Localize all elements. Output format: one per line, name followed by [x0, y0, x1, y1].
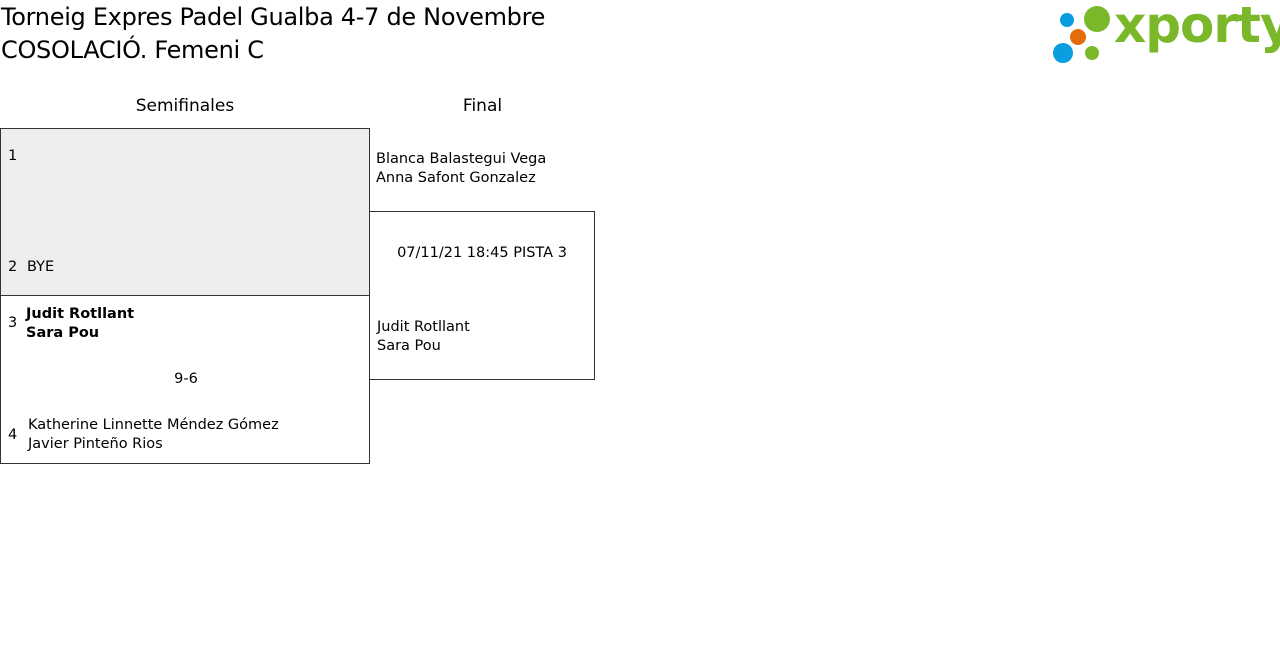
team-name: Katherine Linnette Méndez Gómez Javier P… — [28, 416, 279, 454]
team-winner: Judit Rotllant Sara Pou — [26, 305, 134, 343]
category-title: COSOLACIÓ. Femeni C — [1, 36, 264, 64]
logo-text: xporty — [1114, 0, 1280, 54]
player-name: Sara Pou — [26, 325, 100, 341]
semifinal-match-1[interactable]: 1 2 BYE — [0, 128, 370, 296]
logo-dots-icon — [1053, 6, 1110, 63]
match-result: 9-6 — [174, 371, 198, 387]
team-name: BYE — [27, 259, 55, 275]
round-header-final: Final — [462, 96, 503, 116]
final-match[interactable]: 07/11/21 18:45 PISTA 3 Judit Rotllant Sa… — [369, 211, 595, 380]
player-name: Sara Pou — [377, 338, 441, 354]
final-team-b: Judit Rotllant Sara Pou — [377, 318, 470, 356]
seed-number: 3 — [8, 315, 18, 331]
seed-number: 1 — [8, 148, 18, 164]
tournament-title: Torneig Expres Padel Gualba 4-7 de Novem… — [1, 3, 546, 31]
seed-number: 2 — [8, 259, 18, 275]
player-name: Katherine Linnette Méndez Gómez — [28, 417, 279, 433]
player-name: Judit Rotllant — [377, 319, 470, 335]
semifinal-match-2[interactable]: 3 Judit Rotllant Sara Pou 9-6 4 Katherin… — [0, 295, 370, 464]
final-team-a: Blanca Balastegui Vega Anna Safont Gonza… — [376, 150, 546, 188]
player-name: Anna Safont Gonzalez — [376, 170, 536, 186]
round-header-semifinales: Semifinales — [135, 96, 235, 116]
player-name: Blanca Balastegui Vega — [376, 151, 547, 167]
player-name: Judit Rotllant — [26, 306, 135, 322]
xporty-logo: xporty — [1050, 0, 1280, 68]
match-schedule: 07/11/21 18:45 PISTA 3 — [397, 245, 567, 261]
seed-number: 4 — [8, 427, 18, 443]
player-name: Javier Pinteño Rios — [28, 436, 163, 452]
